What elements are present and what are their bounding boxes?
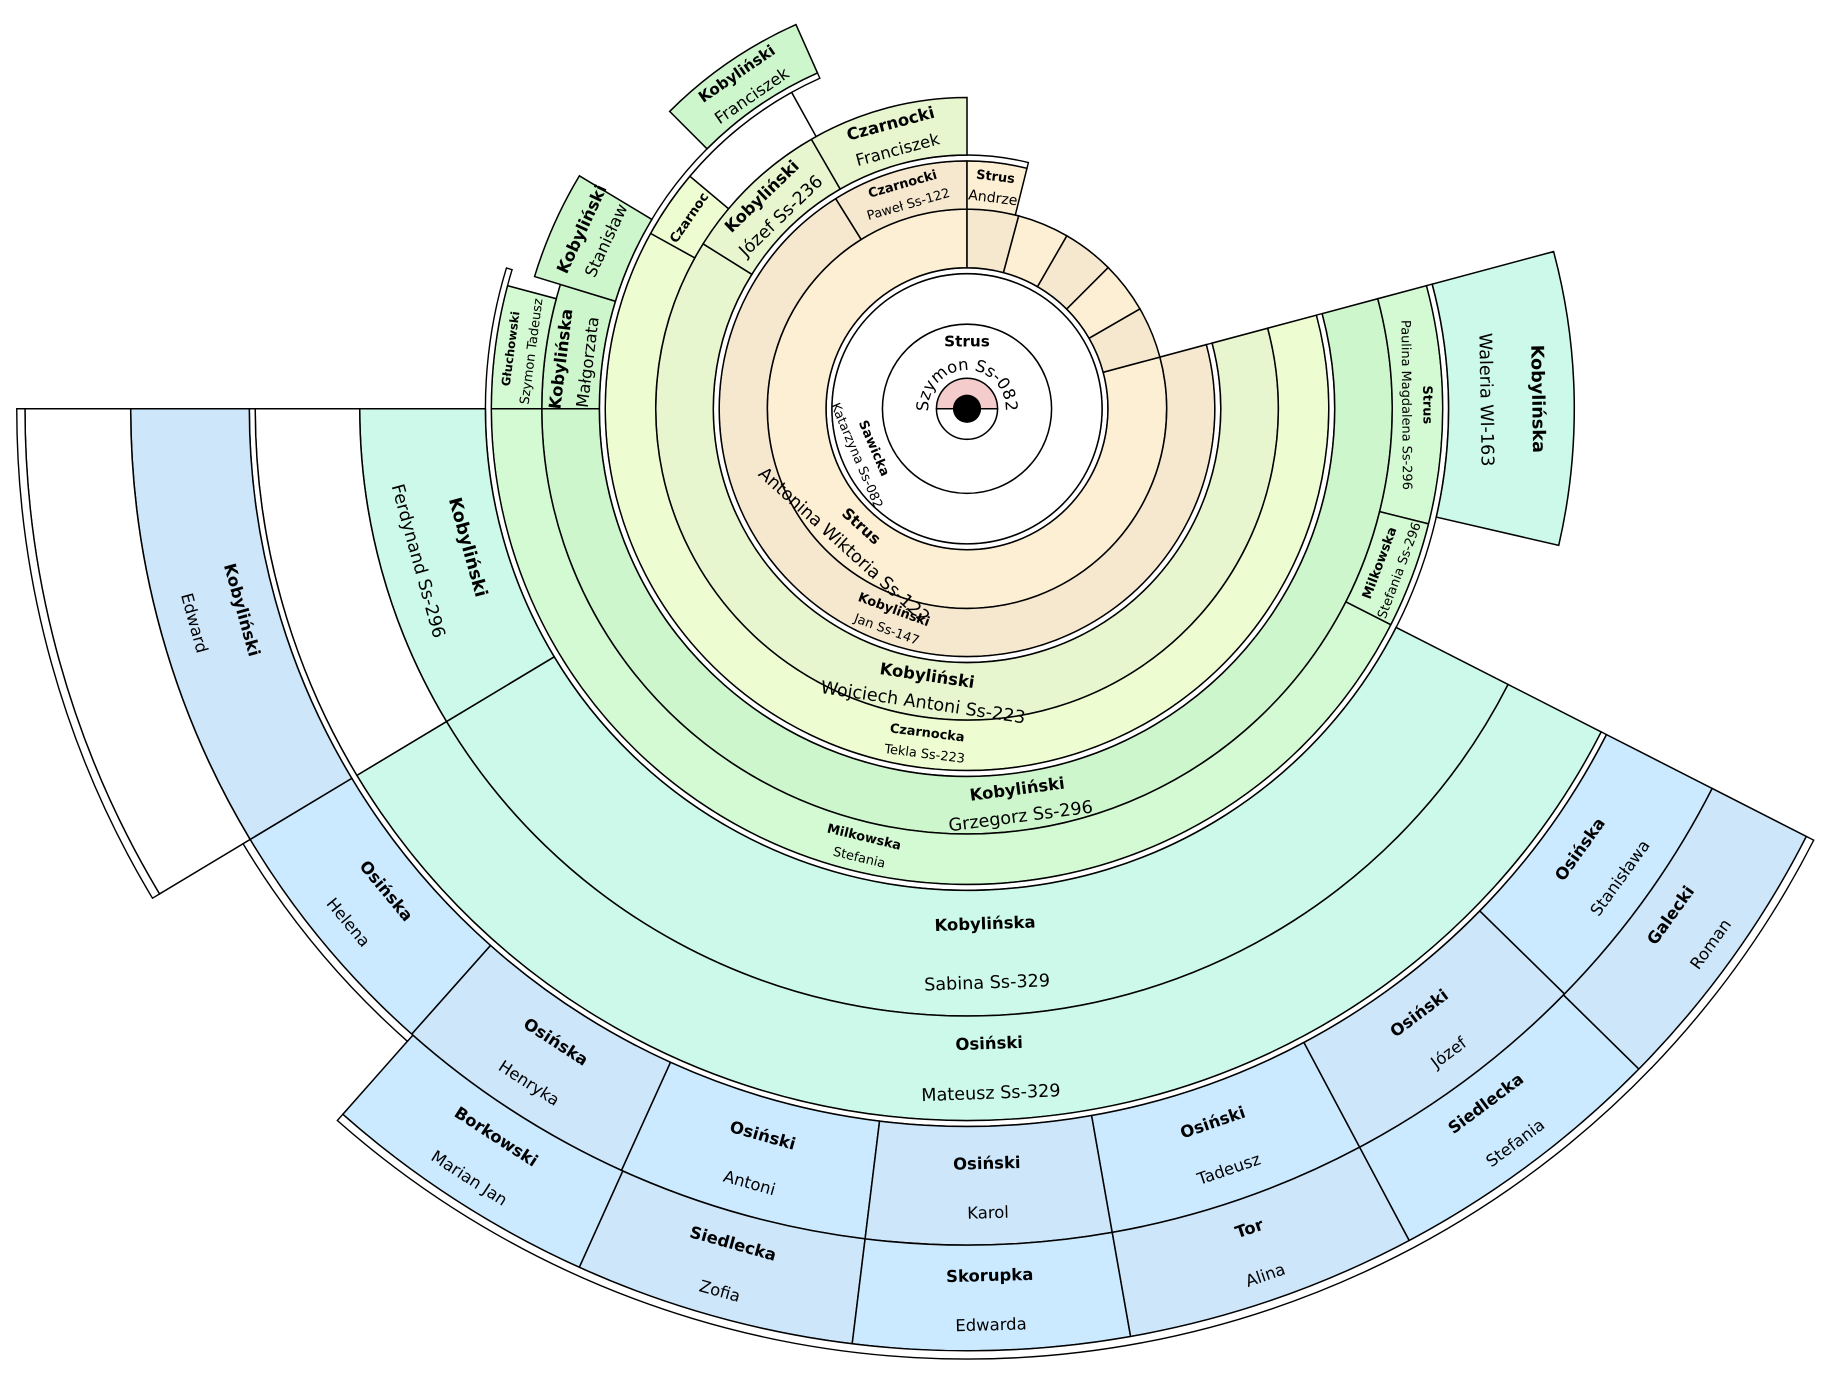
given-name-label: Mateusz Ss-329 — [921, 1081, 1061, 1106]
surname-label: Kobylińska — [934, 912, 1036, 935]
surname-label: Osiński — [953, 1153, 1021, 1174]
given-name-label: Paulina Magdalena Ss-296 — [1397, 320, 1413, 490]
person-cell-kobyliński-franciszek[interactable] — [668, 23, 819, 150]
given-name-label: Waleria Wl-163 — [1474, 333, 1496, 467]
person-label: Kobylińska Waleria Wl-163 — [1474, 333, 1548, 467]
surname-label: Skorupka — [946, 1265, 1034, 1286]
gap-ring — [242, 838, 414, 1043]
given-name-label: Edwarda — [955, 1314, 1027, 1335]
given-name-label: Sabina Ss-329 — [924, 971, 1051, 995]
empty-cell — [1088, 307, 1161, 374]
surname-label: Strus — [975, 168, 1016, 188]
person-cell-kobyliński-stanisław[interactable] — [533, 174, 653, 303]
person-cell-kobylińska-waleria[interactable] — [1431, 250, 1576, 547]
chart-segments — [16, 23, 1815, 1360]
surname-label: Kobylińska — [1526, 345, 1548, 454]
root-surname-label: Strus — [944, 332, 990, 350]
root-person-top-half[interactable] — [935, 377, 999, 410]
given-name-label: Andrze — [967, 187, 1018, 209]
gap-ring — [16, 408, 161, 900]
given-name-label: Karol — [967, 1203, 1009, 1223]
root-person-bottom-half[interactable] — [935, 408, 999, 440]
surname-label: Osiński — [955, 1033, 1023, 1054]
person-cell-czarnocki-franciszek[interactable] — [810, 96, 968, 191]
person-cell-osiński-karol[interactable] — [864, 1114, 1114, 1246]
surname-label: Strus — [1419, 385, 1434, 424]
gap-ring — [336, 835, 1815, 1360]
root-center-dot-icon — [952, 394, 982, 423]
person-label: Strus Paulina Magdalena Ss-296 — [1397, 320, 1434, 490]
